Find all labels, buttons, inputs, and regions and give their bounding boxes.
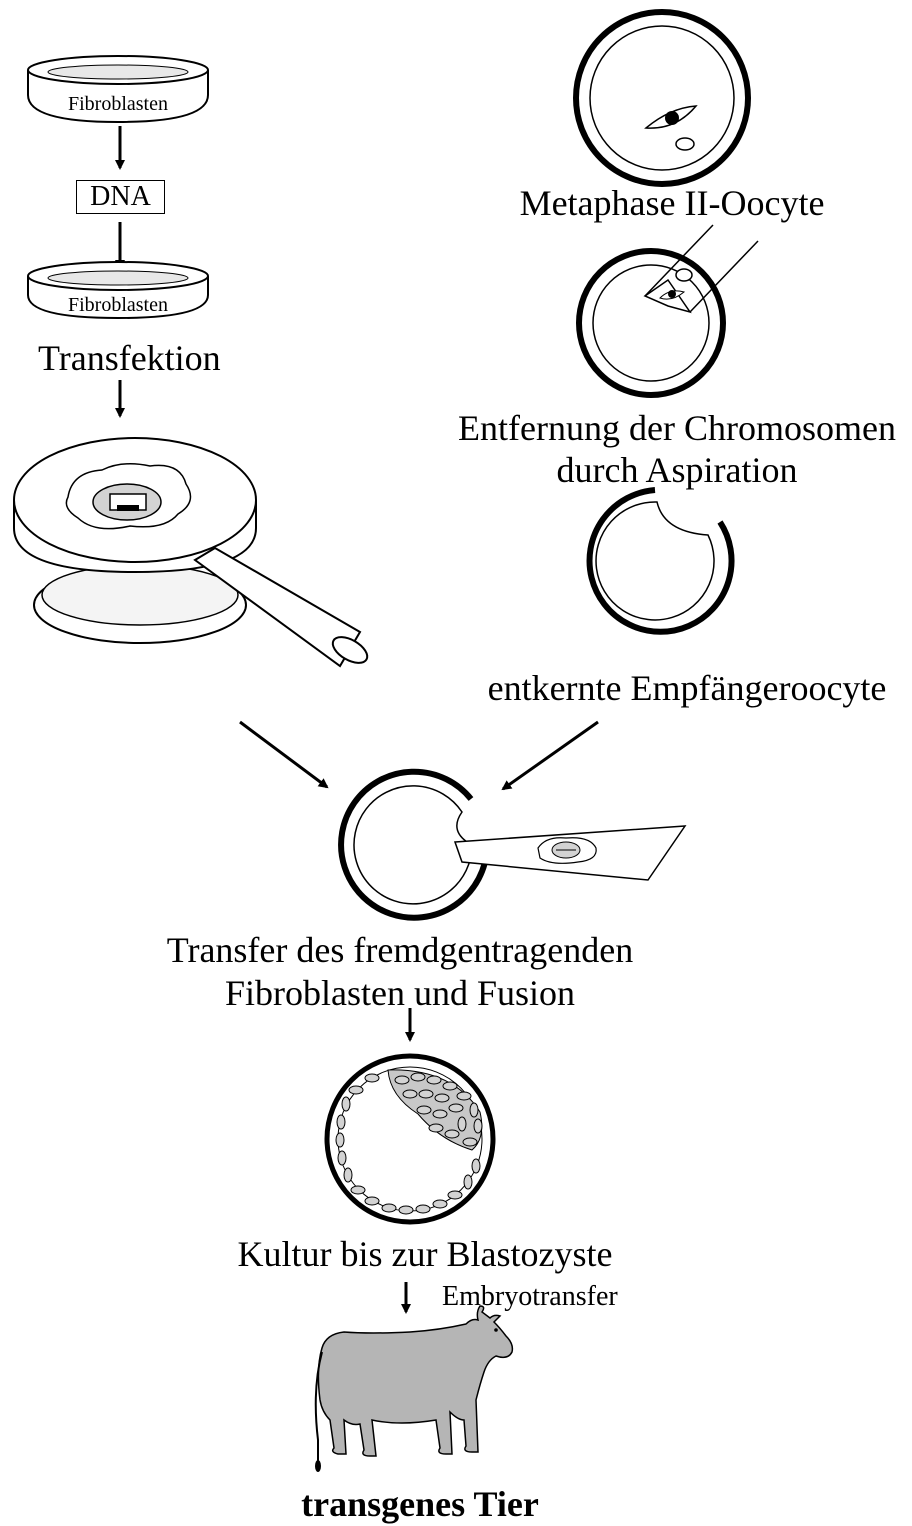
culture-label: Kultur bis zur Blastozyste xyxy=(200,1234,650,1274)
fibroblasts-label-top: Fibroblasten xyxy=(28,93,208,115)
enucleated-oocyte-label: entkernte Empfängeroocyte xyxy=(462,668,912,708)
enucleated-oocyte xyxy=(590,490,732,632)
transgenic-cow xyxy=(315,1306,512,1472)
embryo-transfer-label: Embryotransfer xyxy=(442,1281,618,1313)
metaphase-oocyte-label: Metaphase II-Oocyte xyxy=(462,183,882,223)
arrow-right-to-fusion xyxy=(503,722,598,789)
cell-selection-dish xyxy=(14,438,371,668)
removal-label-line2: durch Aspiration xyxy=(442,450,912,490)
transfer-label-line2: Fibroblasten und Fusion xyxy=(130,973,670,1013)
result-label: transgenes Tier xyxy=(210,1484,630,1524)
fusion-oocyte xyxy=(341,772,685,918)
dna-box: DNA xyxy=(76,180,165,214)
aspiration-oocyte xyxy=(579,225,758,395)
fibroblasts-label-bottom: Fibroblasten xyxy=(28,294,208,316)
transfection-label: Transfektion xyxy=(38,338,221,378)
transfer-label-line1: Transfer des fremdgentragenden xyxy=(130,930,670,970)
removal-label-line1: Entfernung der Chromosomen xyxy=(442,408,912,448)
arrow-left-to-fusion xyxy=(240,722,327,787)
metaphase-oocyte xyxy=(576,12,748,184)
blastocyst xyxy=(327,1056,493,1222)
